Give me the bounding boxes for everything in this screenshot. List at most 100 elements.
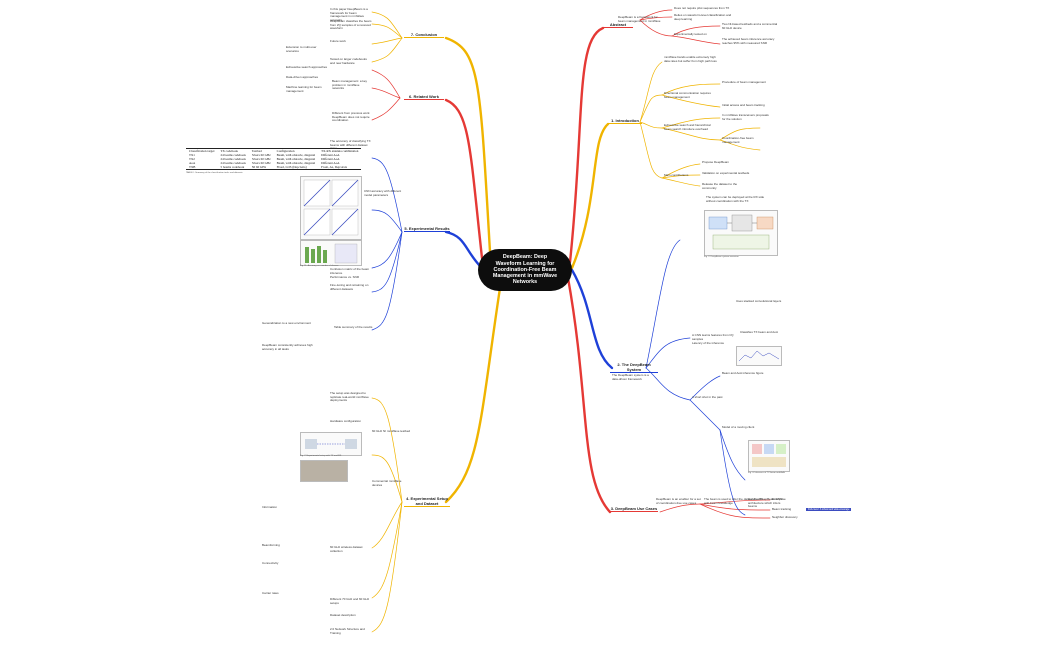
- table-cell: Sivers 60 GHz: [251, 161, 271, 166]
- system-item-10: Here's a DeepBeam CNN architecture which…: [748, 497, 783, 509]
- system-overview-figure: [704, 210, 778, 256]
- connector-system: [570, 268, 614, 370]
- branch-results[interactable]: 5. Experimental Results: [404, 226, 450, 232]
- table-row: TXB 5 beams codebook NI 60 GHz Fixed, LO…: [186, 165, 361, 169]
- table-cell: TX2: [189, 157, 195, 162]
- conclusion-item-2: DeepBeam classifies the beam from I/Q sa…: [330, 19, 372, 31]
- results-item-7: Table summary of the results: [334, 325, 373, 329]
- central-topic[interactable]: DeepBeam: Deep Waveform Learning for Coo…: [478, 249, 572, 291]
- abstract-item-3: Experimentally tested on: [674, 32, 707, 36]
- table-cell: TX1: [189, 153, 195, 158]
- intro-item-8: Main contributions: [664, 173, 689, 177]
- table-cell: Beam, with obstacle, diagonal: [276, 153, 316, 158]
- setup-item-10: Different 70 GHz and 60 GHz setups: [330, 597, 370, 605]
- system-model-figure: [748, 440, 790, 472]
- setup-item-3: 60 GHz NI mmWave testbed: [372, 429, 411, 433]
- table-cell: Different AoA: [321, 153, 340, 158]
- setup-item-4: Commercial mmWave devices: [372, 479, 402, 487]
- intro-item-2: Directional communication requires beam …: [664, 91, 711, 99]
- intro-item-11: Release the dataset to the community: [702, 182, 738, 190]
- related-item-1: Beam management: a key problem in mmWave…: [332, 79, 368, 91]
- system-item-5: Uses stacked convolutional layers: [736, 299, 782, 303]
- setup-item-2: Hardware configuration: [330, 419, 362, 423]
- branch-setup[interactable]: 4. Experimental Setup and Dataset: [404, 496, 450, 507]
- results-item-5: Fine-tuning and retraining on different …: [330, 283, 369, 291]
- table-cell: Beam, with obstacle, diagonal: [276, 157, 316, 162]
- conclusion-item-5: Tested on larger codebooks and new hardw…: [330, 57, 367, 65]
- table-cell: 24 beams codebook: [220, 161, 246, 166]
- intro-item-5: Exhaustive search and hierarchical beam …: [664, 123, 711, 131]
- conclusion-item-1: In this paper DeepBeam is a framework fo…: [330, 7, 368, 22]
- dataset-item-2: Enterprise: [772, 497, 786, 501]
- related-item-5: Different from previous work DeepBeam do…: [332, 111, 370, 123]
- table-header: Testbed: [251, 149, 262, 153]
- table-header-row: Classification target TX codebook Testbe…: [186, 149, 361, 153]
- system-item-4: Classifies TX beam and AoA: [740, 330, 778, 334]
- dataset-badge: Full-cover: A robust and wide-coverage: [806, 508, 852, 511]
- dataset-item-4: Neighbor discovery: [772, 515, 798, 519]
- system-item-3: A CNN learns features from I/Q samples: [692, 333, 734, 341]
- system-item-8: A short shot in the past: [692, 395, 723, 399]
- intro-item-1: mmWave bands enable extremely high data …: [664, 55, 717, 63]
- intro-item-7: Coordination-free beam management: [722, 136, 754, 144]
- intro-item-6: In mmWave transceivers proposals for the…: [722, 113, 769, 121]
- system-figcap-2: Fig. 4: Inference of TX beam and AoA.: [748, 472, 786, 474]
- setup-item-6: Beamforming: [262, 543, 280, 547]
- connector-dataset: [566, 276, 612, 514]
- table-cell: Beam, with obstacle, diagonal: [276, 161, 316, 166]
- setup-item-12: 2.0 Network Structure and Training: [330, 627, 365, 635]
- table-cell: 5 beams codebook: [220, 165, 245, 170]
- table-cell: Fixed, LOS (Dep/Axis): [276, 165, 307, 170]
- system-figcap-1: Fig. 2: DeepBeam system overview.: [704, 256, 739, 258]
- system-item-7: Beam and AoA inference figure: [722, 371, 764, 375]
- related-item-3: Data-driven approaches: [286, 75, 319, 79]
- branch-conclusion[interactable]: 7. Conclusion: [404, 32, 444, 38]
- intro-item-3: Procedure of beam management: [722, 80, 766, 84]
- results-bar-figure: [300, 240, 362, 266]
- table-cell: Front, Az, Dep/Axis: [321, 165, 348, 170]
- results-accuracy-figure: [300, 176, 362, 240]
- conclusion-item-3: Future work: [330, 39, 346, 43]
- setup-item-5: Information: [262, 505, 278, 509]
- abstract-item-5: The achieved beam inference accuracy rea…: [722, 37, 775, 45]
- setup-item-7: Connectivity: [262, 561, 279, 565]
- table-row: TX2 24 beams codebook Sivers 60 GHz Beam…: [186, 157, 361, 161]
- table-cell: Different AoA: [321, 157, 340, 162]
- setup-item-11: Dataset description: [330, 613, 356, 617]
- table-header: Classification target: [189, 149, 215, 153]
- branch-introduction[interactable]: 1. Introduction: [608, 118, 642, 124]
- connector-results: [444, 230, 482, 268]
- connector-introduction: [570, 122, 610, 270]
- table-header: TX-RX antenna combination: [321, 149, 359, 153]
- results-item-6: Generalization to a new environment: [262, 321, 311, 325]
- setup-item-8: Carrier rates: [262, 591, 279, 595]
- intro-item-9: Propose DeepBeam: [702, 160, 730, 164]
- results-item-1: The accuracy of classifying TX beams wit…: [330, 139, 371, 151]
- intro-item-10: Validation on experimental testbeds: [702, 171, 750, 175]
- results-figcap: Fig. 11: Accuracy vs. number of classes.: [300, 265, 339, 267]
- system-item-2: The system can be deployed at the RX sid…: [706, 195, 765, 203]
- connector-related: [444, 98, 484, 260]
- connector-abstract: [568, 26, 605, 264]
- system-inference-figure: [736, 346, 782, 366]
- table-cell: AoA: [189, 161, 196, 166]
- setup-testbed-figure: [300, 432, 362, 456]
- abstract-main: DeepBeam is a framework for beam managem…: [618, 15, 661, 23]
- branch-system[interactable]: 2. The DeepBeam System: [610, 362, 658, 373]
- table-row: TX1 24 beams codebook Sivers 60 GHz Beam…: [186, 153, 361, 157]
- table-row: AoA 24 beams codebook Sivers 60 GHz Beam…: [186, 161, 361, 165]
- setup-room-photo: [300, 460, 348, 482]
- table-header: TX codebook: [220, 149, 238, 153]
- branch-dataset[interactable]: 3. DeepBeam Use Cases: [610, 506, 658, 512]
- system-item-1: The DeepBeam system is a data-driven fra…: [612, 373, 649, 381]
- related-item-2: Exhaustive search approaches: [286, 65, 328, 69]
- branch-related[interactable]: 6. Related Work: [404, 94, 444, 100]
- results-table: Classification target TX codebook Testbe…: [186, 148, 362, 171]
- results-item-3: Confusion matrix of the beam inference: [330, 267, 370, 275]
- results-table-caption: TABLE I: Summary of the classification t…: [186, 172, 244, 174]
- branch-abstract[interactable]: Abstract: [603, 22, 633, 28]
- abstract-item-1: Does not require pilot sequences from TX: [674, 6, 730, 10]
- dataset-main: DeepBeam is an enabler for a set of coor…: [656, 497, 701, 505]
- conclusion-item-4: Extension to multi-user scenarios: [286, 45, 317, 53]
